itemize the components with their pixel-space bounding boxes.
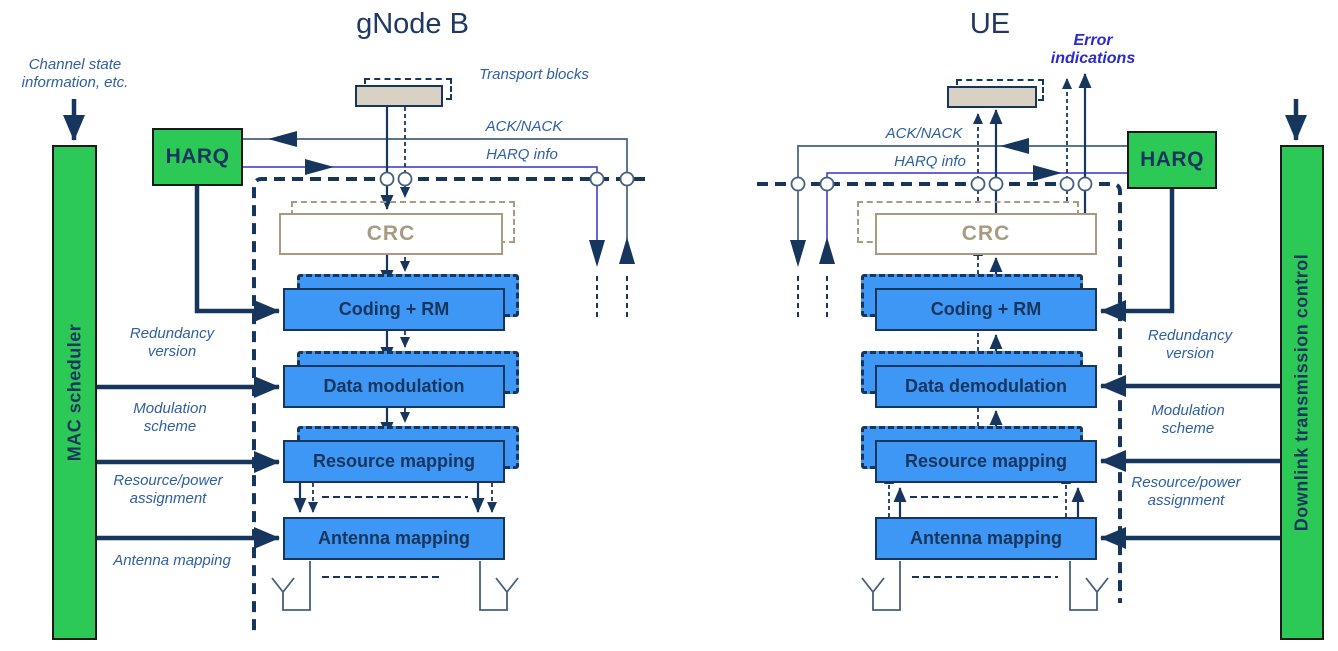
ue-harqinfo-arrowhead xyxy=(1033,165,1062,181)
mac-scheduler-label: MAC scheduler xyxy=(64,323,84,462)
ue-harqinfo-label: HARQ info xyxy=(894,153,966,170)
ue-wires xyxy=(757,73,1307,611)
ue-acknack-tx-arrowhead xyxy=(790,240,806,267)
ue-block-data-demodulation: Data demodulation xyxy=(875,365,1097,408)
gnb-acknack-rx-arrowhead xyxy=(619,237,635,264)
ue-antenna-icon-left xyxy=(861,561,901,611)
gnb-block-antenna-mapping: Antenna mapping xyxy=(283,517,505,560)
connection-node xyxy=(790,176,806,192)
ue-title: UE xyxy=(969,8,1011,40)
ue-crc-box: CRC xyxy=(875,213,1097,255)
connection-node xyxy=(379,171,395,187)
connection-node xyxy=(970,176,986,192)
ue-antenna-icon-right xyxy=(1069,561,1109,611)
error-indications-label: Error indications xyxy=(1050,32,1136,68)
ue-transport-block-box xyxy=(947,86,1037,108)
mac-scheduler-bar: MAC scheduler xyxy=(52,145,97,640)
ue-block-antenna-mapping: Antenna mapping xyxy=(875,517,1097,560)
gnb-block-coding-rm: Coding + RM xyxy=(283,288,505,331)
ue-label-modulation-scheme: Modulation scheme xyxy=(1151,402,1225,438)
ue-block-resource-mapping: Resource mapping xyxy=(875,440,1097,483)
gnb-label-redundancy-version: Redundancy version xyxy=(129,325,215,361)
ue-label-redundancy-version: Redundancy version xyxy=(1147,327,1233,363)
gnb-antenna-icon-left xyxy=(271,561,311,611)
connection-node xyxy=(619,171,635,187)
connection-node xyxy=(988,176,1004,192)
gnb-harq-box: HARQ xyxy=(152,128,243,186)
ue-acknack-arrowhead xyxy=(1000,138,1029,154)
gnb-harq-to-coding-arrow xyxy=(194,186,280,322)
gnb-label-antenna-mapping: Antenna mapping xyxy=(113,552,231,569)
gnb-acknack-line xyxy=(243,138,628,242)
ue-harq-to-coding-arrow xyxy=(1100,189,1175,322)
gnb-phy-boundary xyxy=(252,177,645,633)
gnb-harqinfo-tx-arrowhead xyxy=(589,240,605,267)
gnb-label-modulation-scheme: Modulation scheme xyxy=(133,400,207,436)
connection-node xyxy=(589,171,605,187)
ue-acknack-label: ACK/NACK xyxy=(885,125,963,142)
downlink-transmission-control-label: Downlink transmission control xyxy=(1291,253,1312,532)
connection-node xyxy=(819,176,835,192)
gnb-acknack-label: ACK/NACK xyxy=(485,118,563,135)
gnb-crc-box: CRC xyxy=(279,213,503,255)
gnb-wires xyxy=(63,99,645,633)
gnb-block-data-modulation: Data modulation xyxy=(283,365,505,408)
gnb-label-resource-power-assignment: Resource/power assignment xyxy=(113,472,223,508)
gnb-acknack-arrowhead xyxy=(268,131,297,147)
gnb-transport-block-box xyxy=(355,85,443,107)
gnb-antenna-icon-right xyxy=(479,561,519,611)
ue-block-coding-rm: Coding + RM xyxy=(875,288,1097,331)
csi-label: Channel state information, etc. xyxy=(21,56,129,92)
gnb-transport-blocks-label: Transport blocks xyxy=(479,66,589,83)
connection-node xyxy=(397,171,413,187)
downlink-transmission-control-bar: Downlink transmission control xyxy=(1280,145,1324,640)
gnb-harqinfo-line xyxy=(243,166,598,240)
ue-harq-box: HARQ xyxy=(1127,131,1217,189)
gnb-block-resource-mapping: Resource mapping xyxy=(283,440,505,483)
ue-harqinfo-line xyxy=(826,172,1127,240)
gnb-harqinfo-label: HARQ info xyxy=(486,146,558,163)
connection-node xyxy=(1077,176,1093,192)
gnb-harqinfo-arrowhead xyxy=(305,159,334,175)
ue-label-resource-power-assignment: Resource/power assignment xyxy=(1131,474,1241,510)
ue-harqinfo-rx-arrowhead xyxy=(819,237,835,264)
connection-node xyxy=(1059,176,1075,192)
ue-phy-boundary xyxy=(757,182,1122,603)
gnb-title: gNode B xyxy=(356,8,469,40)
